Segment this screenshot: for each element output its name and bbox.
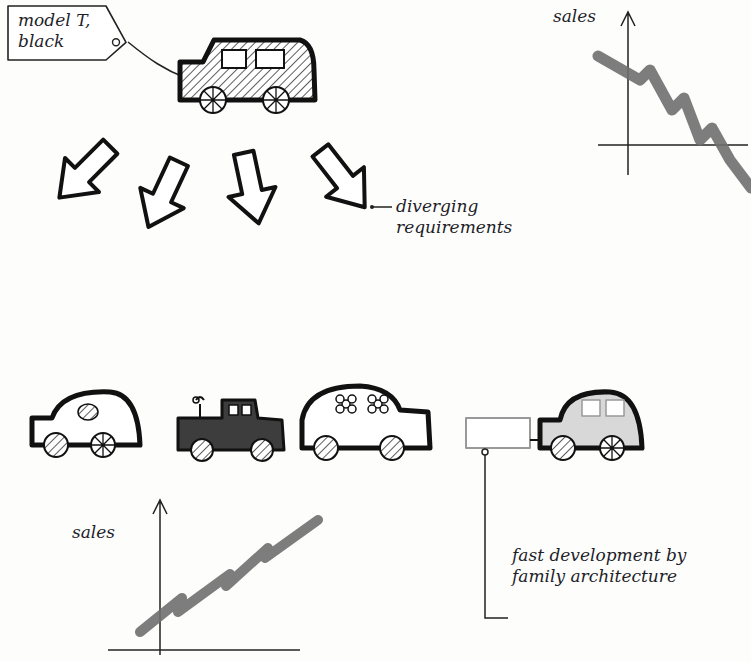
handwritten-note: sales — [72, 522, 142, 543]
leader-dot — [370, 205, 374, 209]
car-family — [32, 386, 642, 461]
declining-sales-chart — [598, 12, 751, 188]
leader-line — [485, 450, 508, 618]
leader-line — [128, 42, 186, 78]
tag-text: model T, black — [6, 4, 128, 52]
handwritten-note: sales — [553, 6, 623, 27]
tag-label: model T, black — [6, 4, 128, 62]
leader-dot — [482, 449, 488, 455]
rising-sales-chart — [108, 500, 318, 655]
handwritten-note: diverging requirements — [396, 196, 536, 238]
model-t-car — [180, 40, 315, 113]
leader-line — [372, 206, 392, 208]
diverging-arrows — [42, 130, 383, 237]
handwritten-note: fast development by family architecture — [512, 545, 692, 587]
